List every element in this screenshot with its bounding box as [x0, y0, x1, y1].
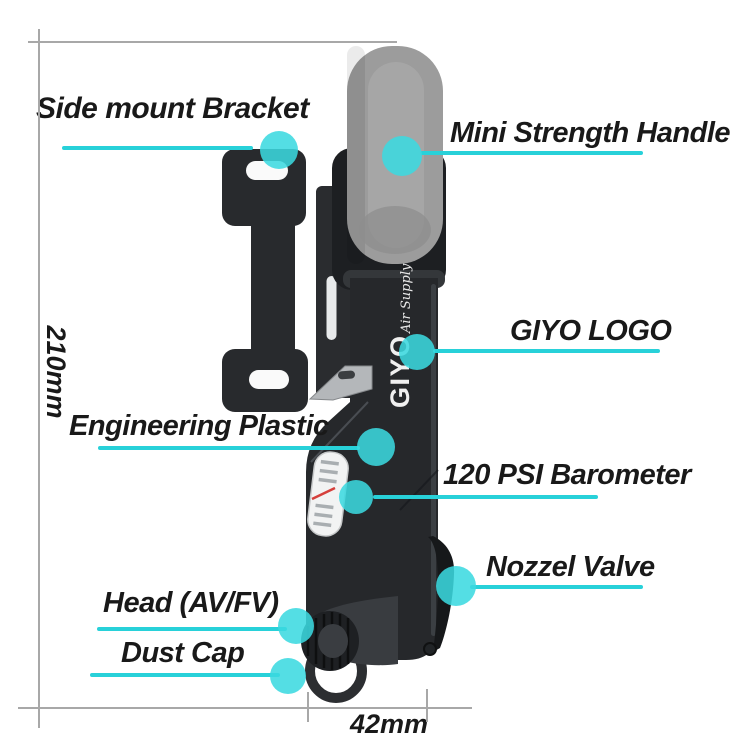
barometer-window [307, 451, 349, 537]
dimension-width-label: 42mm [350, 709, 429, 739]
callout-label-engineering-plastic: Engineering Plastic [69, 410, 329, 442]
dimension-width-tick-right [426, 689, 428, 722]
callout-label-head-av-fv: Head (AV/FV) [103, 587, 279, 619]
callout-dot-mini-strength-handle [382, 136, 422, 176]
callout-label-psi-barometer: 120 PSI Barometer [443, 459, 691, 491]
callout-line-head-av-fv [97, 627, 287, 631]
mount-clip [308, 365, 373, 401]
dimension-width-tick-left [307, 692, 309, 722]
callout-dot-dust-cap [270, 658, 306, 694]
callout-dot-nozzel-valve [436, 566, 476, 606]
callout-dot-head-av-fv [278, 608, 314, 644]
callout-line-psi-barometer [373, 495, 598, 499]
pump-body [306, 278, 439, 660]
callout-line-giyo-logo [433, 349, 660, 353]
callout-label-giyo-logo: GIYO LOGO [510, 315, 672, 347]
dimension-height-line [38, 29, 40, 728]
callout-label-dust-cap: Dust Cap [121, 637, 245, 669]
bracket-slot-bottom [249, 370, 289, 389]
callout-dot-side-mount-bracket [260, 131, 298, 169]
callout-label-mini-strength-handle: Mini Strength Handle [450, 117, 731, 149]
callout-line-dust-cap [90, 673, 280, 677]
dust-cap-knob [301, 611, 359, 671]
callout-dot-engineering-plastic [357, 428, 395, 466]
callout-line-nozzel-valve [470, 585, 643, 589]
callout-line-mini-strength-handle [420, 151, 643, 155]
callout-dot-giyo-logo [399, 334, 435, 370]
callout-dot-psi-barometer [339, 480, 373, 514]
side-mount-bracket-plate [222, 149, 308, 412]
callout-label-side-mount-bracket: Side mount Bracket [36, 92, 309, 125]
dimension-bottom-line [18, 707, 472, 709]
air-supply-text: Air Supply [399, 263, 414, 334]
barometer-needle [311, 486, 336, 501]
callout-line-engineering-plastic [98, 446, 360, 450]
callout-label-nozzel-valve: Nozzel Valve [486, 551, 655, 583]
dimension-top-tick [28, 41, 397, 43]
callout-line-side-mount-bracket [62, 146, 253, 150]
body-screw [423, 642, 437, 656]
